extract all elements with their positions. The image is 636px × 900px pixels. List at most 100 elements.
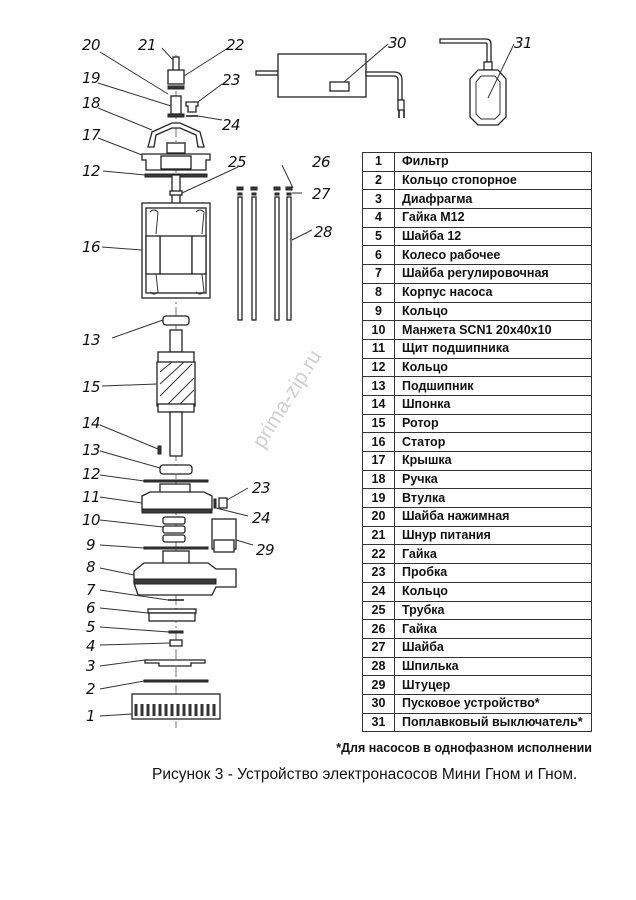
callout-24-top: 24 — [222, 116, 240, 134]
stator — [141, 202, 211, 299]
rotor — [156, 329, 196, 457]
part-number: 25 — [362, 600, 395, 621]
part-number: 27 — [362, 637, 395, 658]
callout-15: 15 — [82, 378, 100, 396]
callout-13-bottom: 13 — [82, 441, 100, 459]
part-name: Пробка — [394, 563, 592, 583]
part-name: Фильтр — [394, 152, 592, 172]
part-number: 21 — [362, 525, 395, 546]
part-number: 19 — [362, 488, 395, 509]
callout-7: 7 — [86, 581, 96, 599]
part-number: 1 — [362, 152, 395, 172]
part-name: Диафрагма — [394, 189, 592, 210]
callout-22: 22 — [226, 36, 244, 54]
part-name: Кольцо — [394, 581, 592, 602]
callout-6: 6 — [86, 599, 95, 617]
part-name: Шпонка — [394, 394, 592, 415]
part-name: Ручка — [394, 469, 592, 490]
callouts: 20 21 22 19 23 18 24 17 12 25 26 27 28 1… — [82, 34, 533, 725]
part-number: 29 — [362, 675, 395, 695]
part-number: 6 — [362, 245, 395, 266]
callout-27: 27 — [312, 185, 331, 203]
part-number: 4 — [362, 208, 395, 228]
part-number: 14 — [362, 394, 395, 415]
handle — [147, 122, 205, 148]
part-number: 7 — [362, 264, 395, 284]
callout-29: 29 — [256, 541, 274, 559]
part-name: Гайка — [394, 619, 592, 639]
part-name: Штуцер — [394, 675, 592, 695]
callout-1: 1 — [86, 707, 95, 725]
side-plug — [213, 497, 228, 509]
callout-18: 18 — [82, 94, 100, 112]
part-name: Гайка — [394, 544, 592, 565]
part-name: Манжета SCN1 20х40х10 — [394, 320, 592, 340]
part-number: 8 — [362, 282, 395, 303]
leader-lines — [97, 43, 515, 717]
callout-5: 5 — [86, 618, 95, 636]
part-name: Колесо рабочее — [394, 245, 592, 266]
part-name: Статор — [394, 432, 592, 452]
washer-12 — [168, 630, 184, 634]
starter-device — [255, 53, 405, 118]
callout-17: 17 — [82, 126, 101, 144]
part-number: 31 — [362, 712, 395, 733]
part-number: 13 — [362, 376, 395, 396]
callout-30: 30 — [388, 34, 406, 52]
part-number: 16 — [362, 432, 395, 452]
part-number: 26 — [362, 619, 395, 639]
part-number: 30 — [362, 693, 395, 714]
key — [157, 445, 162, 455]
callout-14: 14 — [82, 414, 100, 432]
callout-23-side: 23 — [252, 479, 270, 497]
part-number: 15 — [362, 413, 395, 434]
callout-19: 19 — [82, 69, 100, 87]
callout-23-top: 23 — [222, 71, 240, 89]
part-name: Подшипник — [394, 376, 592, 396]
callout-26: 26 — [312, 153, 330, 171]
bearing-top — [162, 315, 190, 326]
cable-gland-assembly — [167, 56, 185, 118]
part-number: 2 — [362, 170, 395, 191]
callout-12-bottom: 12 — [82, 465, 100, 483]
part-number: 9 — [362, 301, 395, 322]
footnote: *Для насосов в однофазном исполнении — [336, 741, 592, 755]
callout-28: 28 — [314, 223, 332, 241]
seals — [162, 516, 186, 543]
bearing-bottom — [159, 464, 193, 475]
part-name: Корпус насоса — [394, 282, 592, 303]
callout-13-top: 13 — [82, 331, 100, 349]
callout-12-top: 12 — [82, 162, 100, 180]
callout-2: 2 — [86, 680, 95, 698]
part-name: Пусковое устройство* — [394, 693, 592, 714]
part-number: 3 — [362, 189, 395, 210]
part-number: 12 — [362, 357, 395, 378]
part-number: 28 — [362, 656, 395, 677]
